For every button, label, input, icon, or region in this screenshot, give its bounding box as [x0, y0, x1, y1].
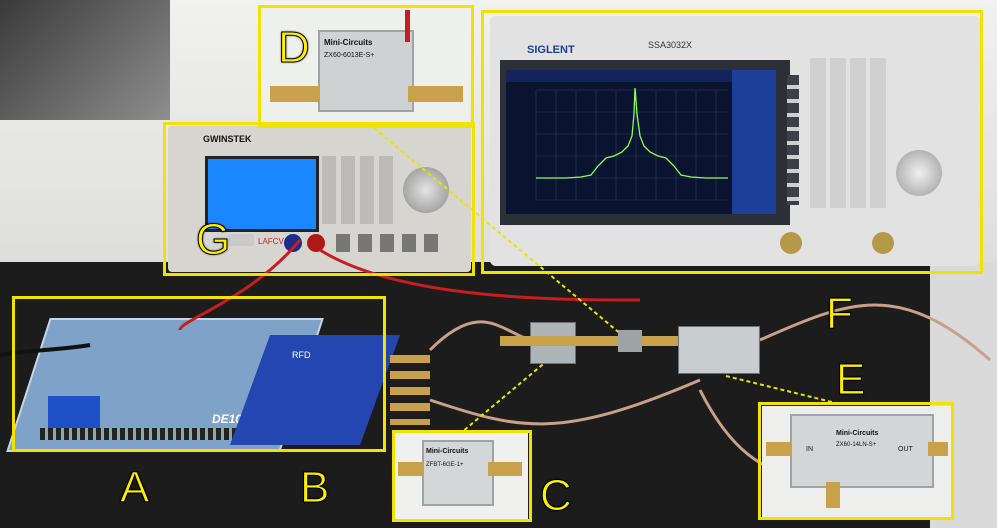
amp-e-in: IN	[806, 446, 813, 453]
amp-e-in-situ	[678, 326, 760, 374]
leader-d	[373, 127, 629, 341]
fpga-header-pins	[40, 428, 290, 440]
screen-side-menu	[732, 70, 776, 214]
splitter-c-sma-right	[488, 462, 522, 476]
splitter-c-brand: Mini-Circuits	[426, 448, 469, 455]
amp-d-in-situ	[618, 330, 642, 352]
leader-e	[725, 375, 841, 405]
label-e: E	[835, 355, 866, 404]
leader-c	[461, 359, 549, 433]
power-supply-terminal-red	[307, 234, 325, 252]
label-b: B	[299, 463, 330, 512]
amp-e-sma-left	[766, 442, 792, 456]
splitter-c-body	[422, 440, 494, 506]
tan-cable-2	[429, 378, 701, 426]
power-supply-terminals	[336, 234, 446, 252]
amp-e-body	[790, 414, 934, 488]
label-a: A	[119, 463, 150, 512]
rfdc-connectors	[390, 355, 430, 425]
screen-header	[506, 70, 732, 82]
amp-e-sma-bottom	[826, 482, 840, 508]
box-c	[392, 430, 532, 522]
amp-e-sma-right	[928, 442, 948, 456]
label-f: F	[826, 289, 854, 338]
splitter-c-part: ZFBT-6GE-1+	[426, 462, 464, 468]
amp-d-sma-right	[408, 86, 463, 102]
red-cable-2	[319, 248, 641, 302]
analyzer-rf-in	[780, 232, 802, 254]
label-g: G	[195, 215, 231, 264]
fpga-blue-module	[48, 396, 100, 430]
rfdc-label: RFD	[292, 350, 311, 360]
amp-d-body	[318, 30, 414, 112]
splitter-c-sma-left	[398, 462, 424, 476]
fpga-brand: DE10	[212, 412, 243, 426]
analyzer-tg-out	[872, 232, 894, 254]
amp-d-brand: Mini-Circuits	[324, 38, 373, 47]
box-a	[12, 296, 386, 452]
power-supply-brand: GWINSTEK	[203, 134, 252, 144]
box-d	[258, 5, 474, 128]
label-c: C	[540, 471, 573, 520]
amp-d-part: ZX60-6013E-S+	[324, 52, 375, 59]
analyzer-brand: SIGLENT	[527, 44, 575, 56]
power-supply-display	[205, 156, 319, 232]
box-e	[758, 402, 954, 520]
amp-d-red-wire	[405, 10, 410, 42]
power-supply-keypad	[322, 156, 398, 224]
analyzer-softkeys	[787, 75, 799, 205]
power-supply-button-label: LAFCV	[258, 237, 284, 246]
dark-corner	[0, 0, 170, 120]
power-supply-button	[228, 234, 254, 246]
analyzer-model: SSA3032X	[648, 40, 693, 50]
screen-bg	[506, 70, 776, 214]
power-supply-knob	[403, 167, 449, 213]
amp-e-out: OUT	[898, 446, 913, 453]
black-cable	[0, 343, 91, 357]
red-cable-1	[178, 239, 302, 331]
box-g	[163, 122, 475, 276]
analyzer-screen	[506, 70, 776, 214]
amp-e-part: ZX60-14LN-S+	[836, 442, 877, 448]
box-f	[481, 10, 983, 274]
amp-d-sma-left	[270, 86, 320, 102]
analyzer-keypad	[810, 58, 890, 208]
amp-e-brand: Mini-Circuits	[836, 430, 879, 437]
spectrum-trace	[536, 87, 728, 179]
power-supply-terminal-blue	[284, 234, 302, 252]
analyzer-knob	[896, 150, 942, 196]
label-d: D	[278, 23, 311, 72]
tan-cable-3	[759, 303, 991, 362]
inline-connectors	[500, 336, 680, 346]
